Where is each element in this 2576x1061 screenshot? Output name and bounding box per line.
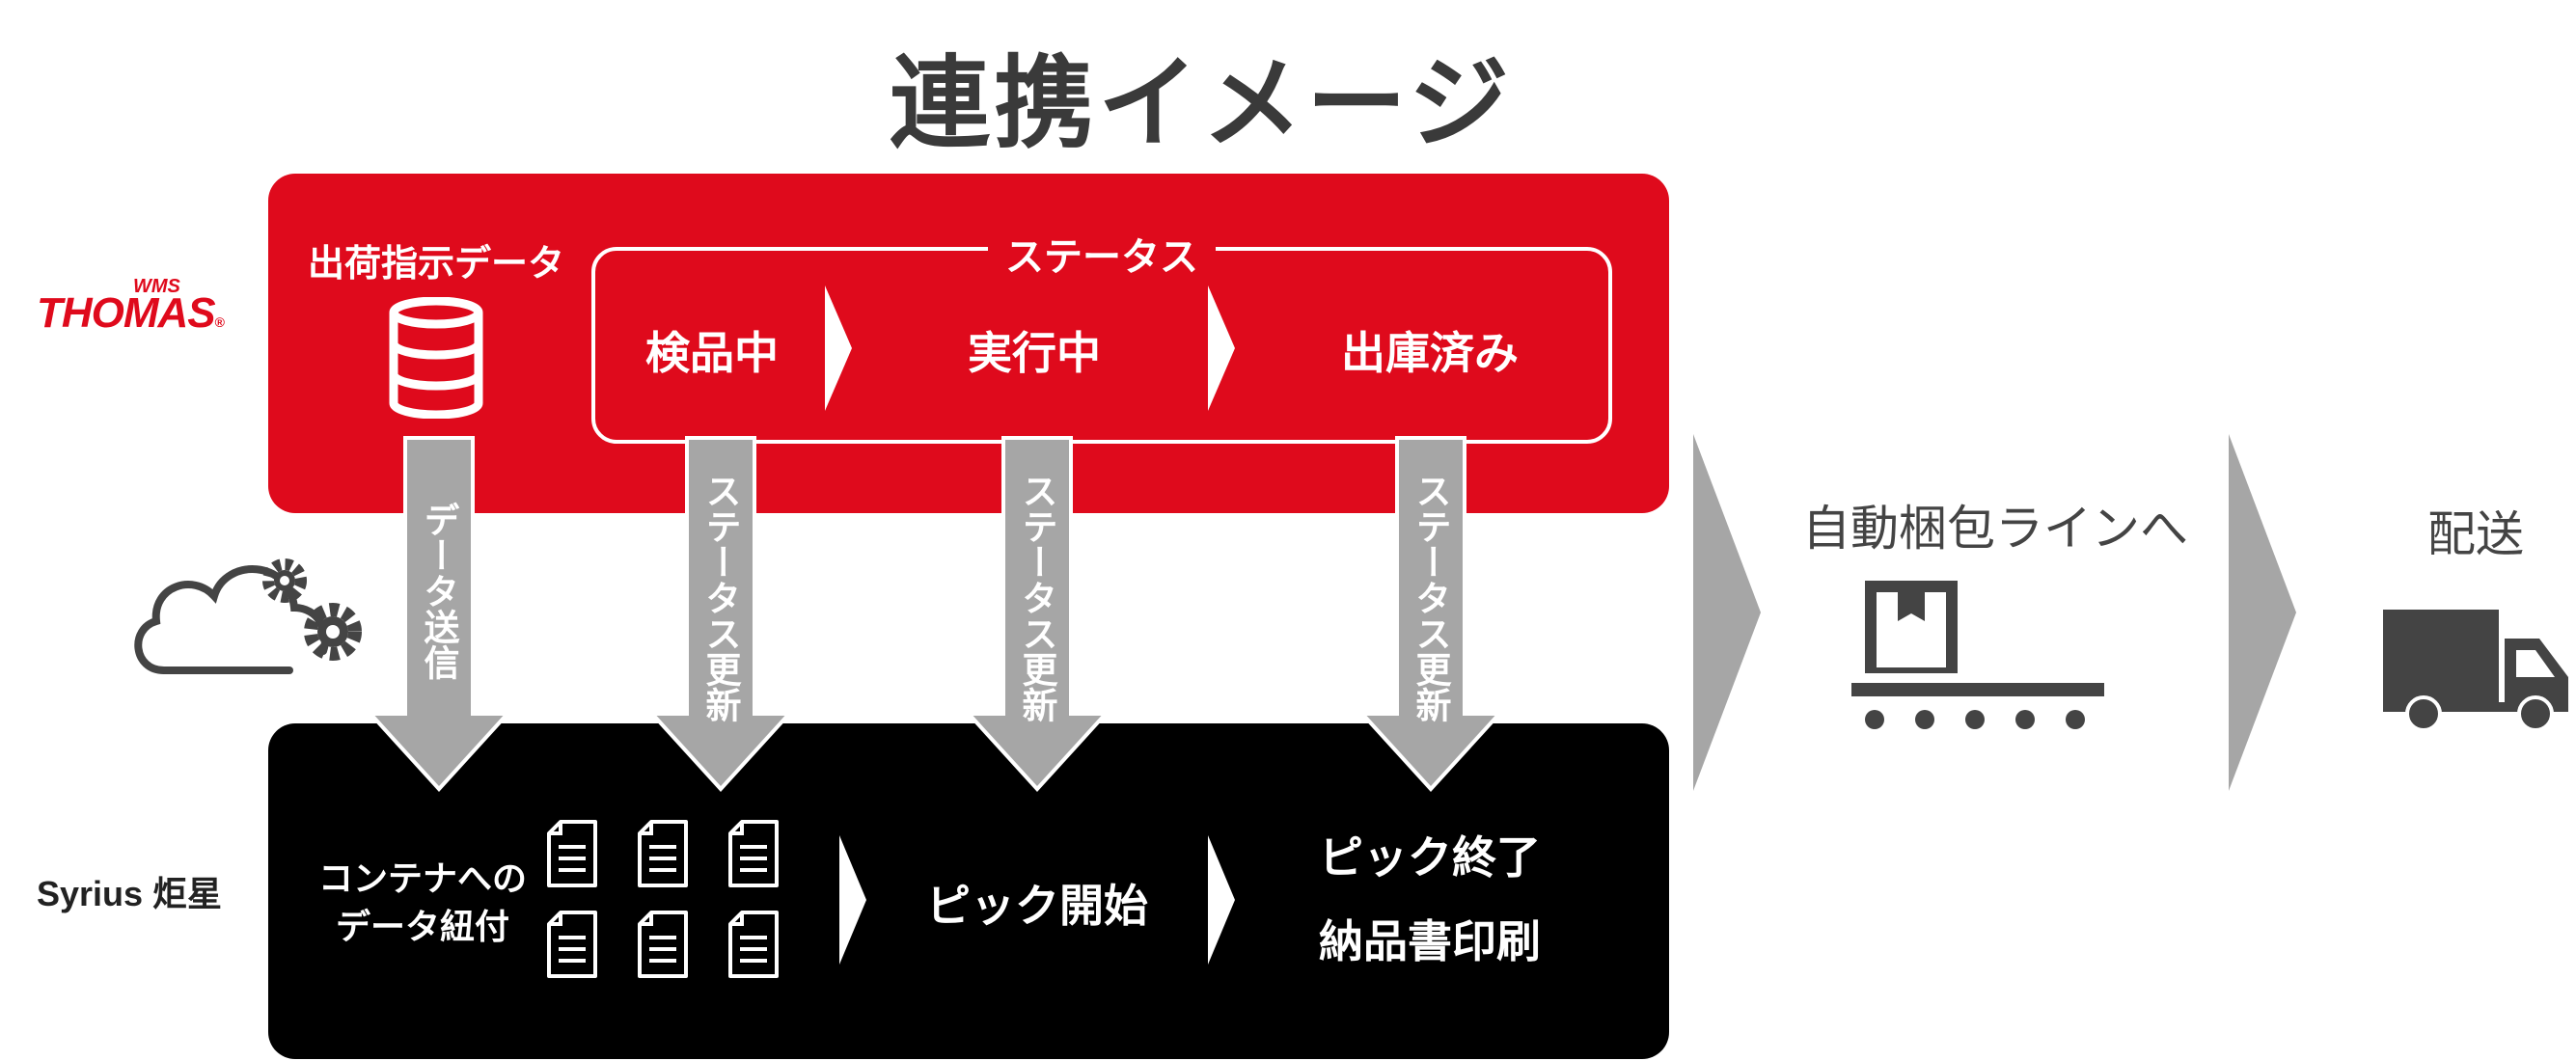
robot-chevron-1 xyxy=(839,835,866,965)
status-chevron-2 xyxy=(1208,286,1235,411)
syrius-logo: Syrius 炬星 xyxy=(37,874,223,913)
status-step-inspecting: 検品中 xyxy=(645,327,779,379)
truck-icon xyxy=(2383,610,2568,732)
status-box: ステータス xyxy=(591,226,1612,444)
shipping-data-label: 出荷指示データ xyxy=(307,242,565,285)
status-chevron-1 xyxy=(825,286,852,411)
document-icon xyxy=(547,911,597,978)
container-link-line2: データ紐付 xyxy=(335,908,510,947)
status-step-running: 実行中 xyxy=(968,327,1101,379)
status-title: ステータス xyxy=(988,226,1216,282)
status-update-arrow-3 xyxy=(1358,436,1503,792)
document-icon xyxy=(728,911,779,978)
document-icon xyxy=(638,911,688,978)
status-update-arrow-2 xyxy=(965,436,1110,792)
flow-chevron-2 xyxy=(2229,434,2296,791)
thomas-logo-sub: WMS xyxy=(133,276,180,297)
status-update-label-1: ステータス更新 xyxy=(699,473,741,722)
flow-chevron-1 xyxy=(1693,434,1761,791)
document-icon xyxy=(547,820,597,887)
page-title: 連携イメージ xyxy=(890,44,1513,162)
cloud-gear-icon xyxy=(134,558,362,674)
data-send-label: データ送信 xyxy=(418,502,459,680)
packing-line-label: 自動梱包ラインへ xyxy=(1802,501,2188,557)
document-icon xyxy=(638,820,688,887)
database-icon xyxy=(389,297,483,419)
document-icon-grid xyxy=(547,820,779,978)
conveyor-box-icon xyxy=(1851,581,2104,729)
thomas-logo-mark: ® xyxy=(214,314,225,330)
invoice-print-label: 納品書印刷 xyxy=(1319,915,1541,967)
status-update-arrow-1 xyxy=(648,436,793,792)
shipping-label: 配送 xyxy=(2427,506,2524,562)
status-step-shipped: 出庫済み xyxy=(1341,327,1519,379)
status-update-label-2: ステータス更新 xyxy=(1016,473,1057,722)
data-send-arrow xyxy=(367,436,511,792)
container-link-line1: コンテナへの xyxy=(317,859,528,899)
thomas-logo-main: THOMAS xyxy=(37,289,216,337)
pick-end-label: ピック終了 xyxy=(1319,831,1541,884)
document-icon xyxy=(728,820,779,887)
thomas-logo: WMS THOMAS® xyxy=(37,276,225,338)
robot-chevron-2 xyxy=(1208,835,1235,965)
status-update-label-3: ステータス更新 xyxy=(1410,473,1451,722)
pick-start-label: ピック開始 xyxy=(926,880,1148,932)
